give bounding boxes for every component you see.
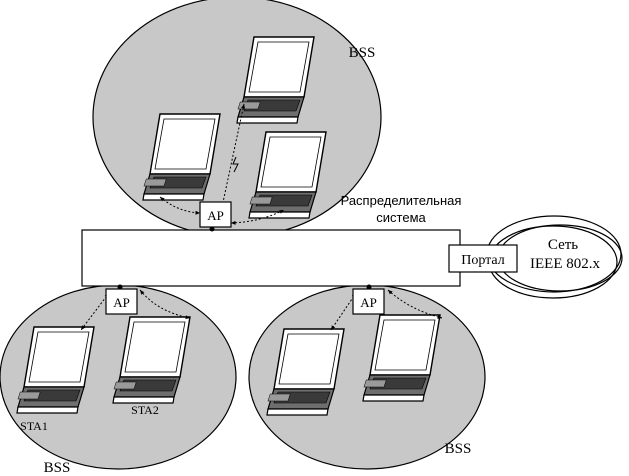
distribution-label-line1: Распределительная <box>341 193 462 208</box>
wireless-link <box>387 289 443 319</box>
network-label-line2: IEEE 802.x <box>530 256 600 272</box>
ap-top: AP <box>199 201 232 232</box>
distribution-label-line2: система <box>376 210 426 225</box>
wireless-link <box>220 103 246 208</box>
network-label-line1: Сеть <box>548 237 578 253</box>
portal-label: Портал <box>461 253 505 268</box>
wireless-link <box>230 209 285 225</box>
signal-icon <box>232 156 239 173</box>
bss-top-circle <box>92 0 382 238</box>
bss-label-bottom-left: BSS <box>44 460 71 476</box>
ap-bottom-right: AP <box>352 284 385 315</box>
portal-box <box>448 244 518 273</box>
bss-label-top: BSS <box>349 45 376 61</box>
sta1-label: STA1 <box>20 419 48 433</box>
wireless-link <box>159 196 201 215</box>
ap-label: AP <box>113 295 130 310</box>
sta2-label: STA2 <box>131 403 159 417</box>
ap-label: AP <box>360 295 377 310</box>
distribution-system-box <box>81 229 461 287</box>
wireless-link <box>139 289 191 320</box>
wireless-link <box>330 292 357 331</box>
ap-label: AP <box>207 208 224 223</box>
ap-bottom-left: AP <box>105 284 138 315</box>
bss-label-bottom-right: BSS <box>445 441 472 457</box>
